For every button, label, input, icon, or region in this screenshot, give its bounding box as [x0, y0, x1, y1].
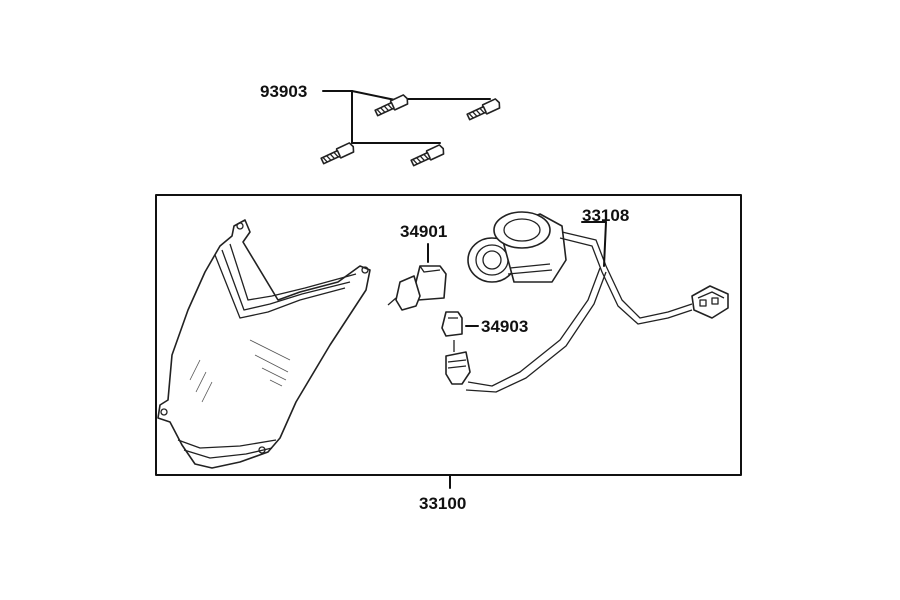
wiring-harness [445, 231, 729, 393]
screw-icon [374, 94, 409, 117]
position-bulb: 34903 [441, 311, 528, 337]
leader-line-33108-vertical [603, 221, 607, 267]
label-33100: 33100 [419, 494, 466, 513]
label-93903: 93903 [260, 82, 307, 101]
headlight-bulb: 34901 [387, 222, 447, 311]
assembly-frame [155, 194, 742, 476]
screw-icon [466, 98, 501, 121]
rubber-boot [467, 211, 567, 283]
screw-icon [410, 144, 445, 167]
headlight-housing [157, 219, 371, 469]
label-34901: 34901 [400, 222, 447, 241]
label-34903: 34903 [481, 317, 528, 336]
screws-group: 93903 [260, 82, 501, 167]
screw-icon [320, 142, 355, 165]
label-33108: 33108 [582, 206, 629, 225]
